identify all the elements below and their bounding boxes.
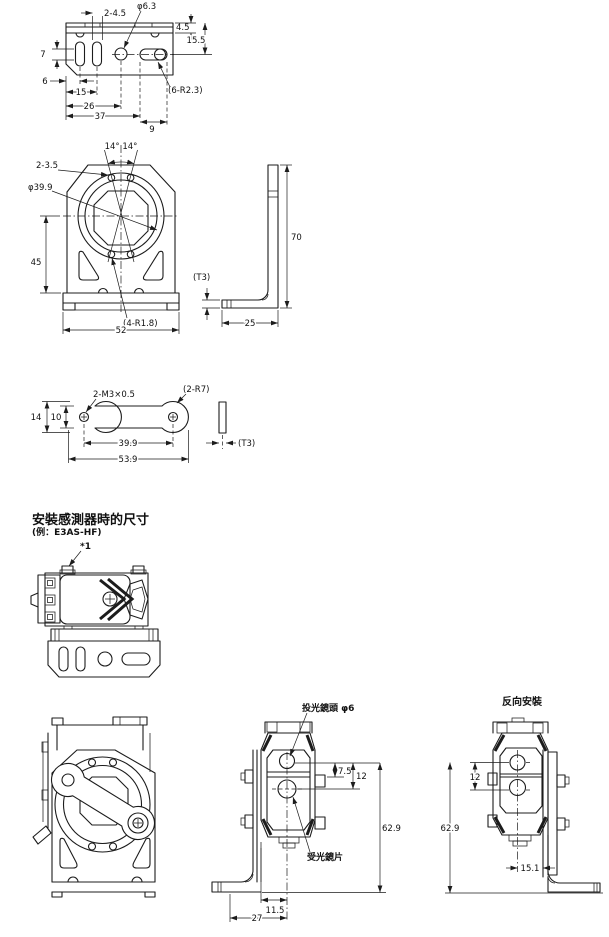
section-subtitle: (例：E3AS-HF)	[32, 526, 102, 538]
bracket-edge-top-view	[50, 628, 159, 642]
center-cutout	[93, 190, 149, 246]
bracket-side-view: 70 (T3) 25	[193, 164, 302, 331]
dim-70: 70	[291, 233, 302, 243]
dim-12-reverse: 12	[470, 773, 481, 783]
plate-top-view-mounted	[47, 640, 161, 678]
dim-fillet-radius: (4-R1.8)	[123, 319, 158, 329]
bracket-front-mounted	[51, 749, 156, 883]
strap-screw-hole-left	[78, 411, 90, 423]
dim-15: 15	[76, 88, 87, 98]
dim-corner-radius: (6-R2.3)	[168, 86, 203, 96]
cable-plug	[30, 592, 39, 608]
dim-bore-dia: φ39.9	[28, 183, 53, 193]
connector-front	[32, 825, 52, 845]
sensor-housing	[260, 732, 316, 838]
connector-block	[37, 574, 61, 624]
mounting-screw-right	[132, 565, 145, 574]
dim-25: 25	[245, 319, 256, 329]
slot-hole-left	[74, 41, 86, 67]
dim-small-holes: 2-3.5	[36, 161, 58, 171]
dim-12: 12	[356, 772, 367, 782]
dim-strap-thickness: (T3)	[238, 439, 255, 449]
dim-37: 37	[95, 112, 106, 122]
dim-thread: 2-M3×0.5	[93, 390, 135, 400]
center-hole	[114, 47, 128, 61]
sensor-mounted-side-view: 投光鏡頭 φ6 7.5 12 62.9 受光鏡片	[211, 702, 401, 926]
clamp-screw-upper-reverse	[487, 772, 498, 786]
mounting-screw-left	[61, 565, 74, 574]
adjuster-screw	[102, 591, 118, 607]
sensor-mounted-front-view	[32, 716, 156, 898]
clamp-screw-lower-reverse	[487, 814, 498, 828]
dim-15-5: 15.5	[187, 36, 206, 46]
dim-7: 7	[40, 50, 45, 60]
clamp-screw-lower	[314, 816, 326, 830]
dim-26: 26	[84, 102, 95, 112]
adjustment-knob	[99, 577, 149, 622]
emitter-lens-label: 投光鏡頭 φ6	[302, 702, 354, 714]
plate-top-view: 2-4.5 φ6.3 4.5 15.5 7 6 15 26 37 9 (6-R2…	[40, 2, 212, 135]
dim-39-9: 39.9	[119, 439, 138, 449]
dim-53-9: 53.9	[119, 455, 138, 465]
section-title: 安裝感測器時的尺寸	[32, 512, 149, 528]
dim-angle: 14° 14°	[105, 142, 138, 152]
dim-7-5: 7.5	[338, 767, 352, 777]
strap-top-view: 2-M3×0.5 (2-R7) 14 10 39.9 53.9	[31, 385, 210, 467]
strap-screw-hole-right	[167, 411, 179, 423]
dim-27: 27	[252, 914, 263, 924]
slot-hole-right	[91, 41, 103, 67]
dim-52: 52	[116, 326, 127, 336]
dim-10: 10	[51, 413, 62, 423]
strap-side-view: (T3)	[206, 401, 255, 449]
receiver-lens-label: 受光鏡片	[307, 851, 343, 863]
dim-6: 6	[42, 77, 47, 87]
connector-pins	[44, 577, 56, 623]
dim-45: 45	[31, 258, 42, 268]
sensor-mounted-top-view	[30, 565, 161, 678]
dim-hole-dia: φ6.3	[137, 2, 156, 12]
dim-slot-width: 2-4.5	[104, 9, 126, 19]
dim-62-9: 62.9	[382, 824, 401, 834]
dim-11-5: 11.5	[266, 906, 285, 916]
section-heading: 安裝感測器時的尺寸 (例：E3AS-HF) *1	[32, 512, 149, 567]
dim-9: 9	[149, 125, 154, 135]
dim-thickness: (T3)	[193, 273, 210, 283]
dim-14: 14	[31, 413, 42, 423]
clamp-screw-upper	[314, 774, 326, 788]
dim-15-1: 15.1	[521, 864, 540, 874]
sensor-reverse-mounted-view: 反向安裝 12 62.9 15.1	[439, 695, 603, 894]
reverse-mounting-title: 反向安裝	[502, 695, 543, 708]
dim-4-5: 4.5	[176, 23, 190, 33]
bracket-front-view: 14° 14° 2-3.5 φ39.9 (4-R1.8) 45 52	[28, 142, 180, 338]
dim-end-radius: (2-R7)	[183, 385, 209, 395]
dim-62-9-reverse: 62.9	[441, 824, 460, 834]
footnote-marker: *1	[80, 542, 91, 552]
